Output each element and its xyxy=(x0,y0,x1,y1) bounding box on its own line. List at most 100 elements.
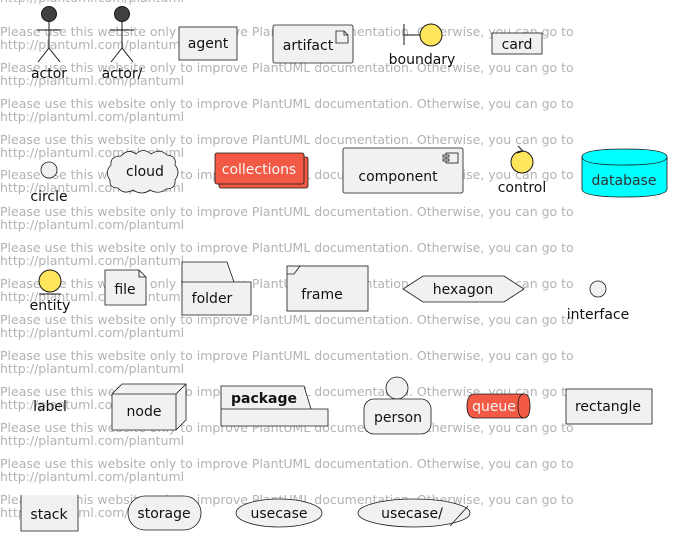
entity-label: entity xyxy=(30,298,71,314)
watermark-text: Please use this website only to improve … xyxy=(0,456,574,471)
component-box xyxy=(342,147,464,194)
package-element[interactable]: package xyxy=(220,385,329,427)
card-box xyxy=(491,32,543,55)
rectangle-element[interactable]: rectangle xyxy=(565,388,653,425)
actor-label: actor xyxy=(31,66,67,82)
database-label: database xyxy=(592,173,657,189)
interface-label: interface xyxy=(567,307,629,323)
file-fold xyxy=(138,270,146,278)
interface-icon xyxy=(589,280,607,298)
boundary-label: boundary xyxy=(389,52,456,68)
artifact-element[interactable]: artifact xyxy=(272,24,354,64)
entity-icon xyxy=(38,269,62,295)
person-label: person xyxy=(374,410,422,426)
rectangle-box xyxy=(565,388,653,425)
package-label: package xyxy=(231,391,297,407)
node-shape xyxy=(111,383,187,431)
rectangle-label: rectangle xyxy=(575,399,641,415)
card-element[interactable]: card xyxy=(491,32,543,55)
person-element[interactable]: person xyxy=(363,376,432,435)
label-text: label xyxy=(33,399,67,415)
package-shape xyxy=(220,385,329,427)
queue-rim xyxy=(517,393,525,419)
usecase-element[interactable]: usecase xyxy=(235,498,323,528)
circle-icon xyxy=(40,161,58,179)
node-element[interactable]: node xyxy=(111,383,187,431)
agent-label: agent xyxy=(188,36,229,52)
storage-shape xyxy=(127,495,202,531)
watermark-text: http://plantuml.com/plantuml xyxy=(0,73,185,88)
watermark-text: http://plantuml.com/plantuml xyxy=(0,325,185,340)
stack-element[interactable]: stack xyxy=(20,495,79,532)
person-body xyxy=(363,398,432,435)
usecase-alt-slash xyxy=(449,505,469,527)
watermark-text: http://plantuml.com/plantuml xyxy=(0,361,185,376)
agent-element[interactable]: agent xyxy=(178,26,238,61)
component-icon xyxy=(442,152,459,164)
usecase-shape xyxy=(235,498,323,528)
folder-element[interactable]: folder xyxy=(181,261,252,316)
component-label: component xyxy=(358,169,438,185)
watermark-text: http://plantuml.com/plantuml xyxy=(0,469,185,484)
frame-corner-tab xyxy=(287,265,301,275)
agent-box xyxy=(178,26,238,61)
collections-label: collections xyxy=(222,162,296,178)
label-element[interactable]: label xyxy=(33,399,67,415)
database-rim xyxy=(581,156,668,166)
usecase-alt-label: usecase/ xyxy=(381,506,443,522)
control-element[interactable]: control xyxy=(498,145,547,196)
watermark-text: Please use this website only to improve … xyxy=(0,312,574,327)
file-label: file xyxy=(114,282,135,298)
circle-element[interactable]: circle xyxy=(30,161,68,205)
watermark-text: Please use this website only to improve … xyxy=(0,96,574,111)
queue-element[interactable]: queue xyxy=(466,393,531,419)
usecase-alt-element[interactable]: usecase/ xyxy=(357,498,471,528)
boundary-element[interactable]: boundary xyxy=(389,23,456,68)
actor-element[interactable]: actor xyxy=(31,6,67,83)
hexagon-label: hexagon xyxy=(433,282,493,298)
database-element[interactable]: database xyxy=(581,148,668,198)
hexagon-element[interactable]: hexagon xyxy=(402,275,525,303)
artifact-label: artifact xyxy=(283,38,334,54)
interface-element[interactable]: interface xyxy=(567,280,629,323)
folder-shape xyxy=(181,261,252,316)
cloud-label: cloud xyxy=(126,164,164,180)
hexagon-shape xyxy=(402,275,525,303)
watermark-text: http://plantuml.com/plantuml xyxy=(0,37,185,52)
person-head xyxy=(385,376,409,400)
cloud-element[interactable]: cloud xyxy=(106,150,179,194)
control-label: control xyxy=(498,180,547,196)
artifact-box xyxy=(272,24,354,64)
stack-label: stack xyxy=(30,507,68,523)
component-element[interactable]: component xyxy=(342,147,464,194)
actor-alt-icon xyxy=(110,6,134,63)
watermark-text: http://plantuml.com/plantuml xyxy=(0,0,184,5)
node-label: node xyxy=(127,404,162,420)
usecase-alt-shape xyxy=(357,498,471,528)
storage-label: storage xyxy=(137,506,190,522)
control-icon xyxy=(510,145,534,174)
circle-label: circle xyxy=(30,189,67,205)
storage-element[interactable]: storage xyxy=(127,495,202,531)
actor-alt-element[interactable]: actor/ xyxy=(102,6,143,83)
watermark-text: Please use this website only to improve … xyxy=(0,132,574,147)
watermark-text: http://plantuml.com/plantuml xyxy=(0,253,185,268)
collections-front-box xyxy=(214,152,305,185)
folder-label: folder xyxy=(192,291,233,307)
collections-element[interactable]: collections xyxy=(214,152,309,189)
database-cylinder xyxy=(581,148,668,198)
cloud-shape xyxy=(106,150,179,194)
frame-element[interactable]: frame xyxy=(286,265,369,312)
watermark-text: http://plantuml.com/plantuml xyxy=(0,109,185,124)
queue-label: queue xyxy=(472,399,516,415)
boundary-icon xyxy=(403,23,443,47)
frame-label: frame xyxy=(301,287,343,303)
usecase-label: usecase xyxy=(251,506,308,522)
watermark-text: http://plantuml.com/plantuml xyxy=(0,217,185,232)
stack-shape xyxy=(20,495,79,532)
file-element[interactable]: file xyxy=(104,269,147,306)
watermark-text: Please use this website only to improve … xyxy=(0,60,574,75)
entity-element[interactable]: entity xyxy=(30,269,71,314)
